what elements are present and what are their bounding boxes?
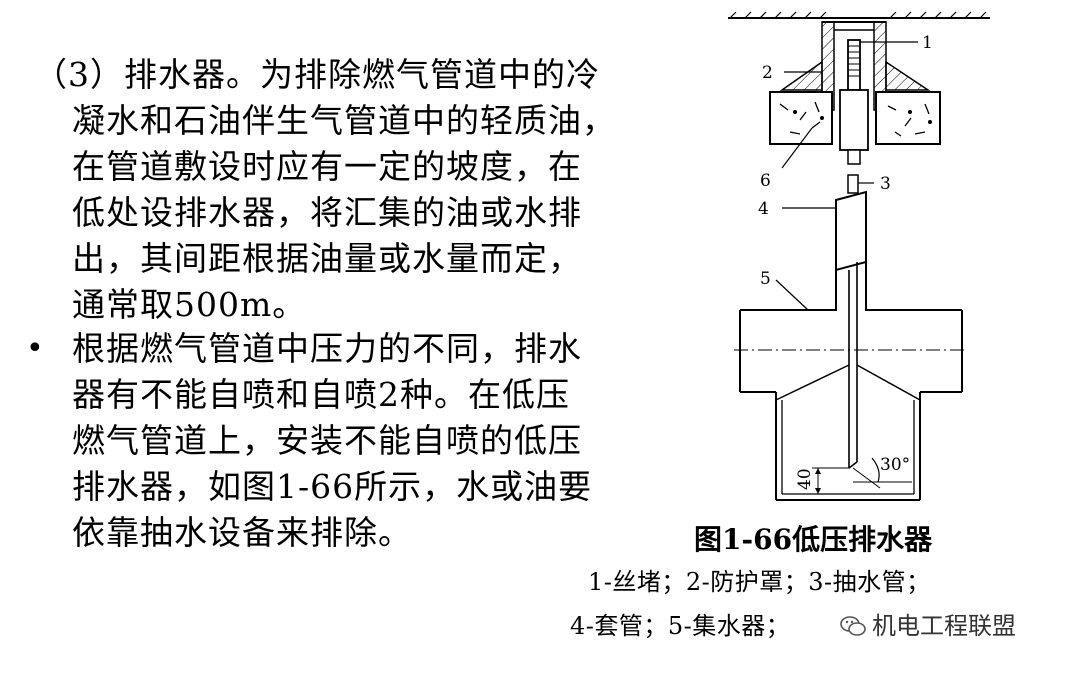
plug <box>839 39 869 165</box>
label-4: 4 <box>758 199 769 219</box>
label-6: 6 <box>760 171 771 191</box>
paragraph-line: 通常取500m。 <box>72 285 307 324</box>
label-5: 5 <box>760 269 771 289</box>
angle-mark <box>852 457 912 489</box>
dimension-mark <box>812 467 850 494</box>
paragraph-line: （3）排水器。为排除燃气管道中的冷 <box>34 55 600 94</box>
ground-line <box>728 11 990 19</box>
paragraph-line: 低处设排水器，将汇集的油或水排 <box>72 193 582 232</box>
label-2: 2 <box>762 63 773 83</box>
protective-cover <box>779 21 931 111</box>
bullet-line: 排水器，如图1-66所示，水或油要 <box>72 467 593 506</box>
label-1: 1 <box>922 33 933 53</box>
legend-line2-text: 4-套管；5-集水器； <box>570 612 791 640</box>
paragraph-drain: （3）排水器。为排除燃气管道中的冷 凝水和石油伴生气管道中的轻质油， 在管道敷设… <box>34 52 634 328</box>
water-collector <box>734 262 968 501</box>
concrete-base <box>769 91 941 145</box>
suction-pipe <box>848 262 858 469</box>
paragraph-line: 凝水和石油伴生气管道中的轻质油， <box>72 101 616 140</box>
wechat-icon <box>840 615 866 637</box>
bullet-item: • 根据燃气管道中压力的不同，排水 器有不能自喷和自喷2种。在低压 燃气管道上，… <box>26 326 646 556</box>
bullet-line: 依靠抽水设备来排除。 <box>72 513 412 552</box>
paragraph-line: 在管道敷设时应有一定的坡度，在 <box>72 147 582 186</box>
bullet-line: 燃气管道上，安装不能自喷的低压 <box>72 421 582 460</box>
casing <box>835 190 867 272</box>
leader-lines <box>775 41 918 311</box>
watermark: 底座机电工程联盟 <box>840 606 1016 641</box>
bullet-text: 根据燃气管道中压力的不同，排水 器有不能自喷和自喷2种。在低压 燃气管道上，安装… <box>72 326 646 556</box>
suction-pipe-stub <box>847 174 859 194</box>
label-3: 3 <box>880 174 891 194</box>
figure-legend-line2: 4-套管；5-集水器； <box>570 606 790 641</box>
watermark-text: 机电工程联盟 <box>872 612 1016 640</box>
bullet-line: 器有不能自喷和自喷2种。在低压 <box>72 375 570 414</box>
bullet-dot: • <box>26 331 45 366</box>
label-dimension: 40 <box>795 468 815 490</box>
figure-legend-line1: 1-丝堵；2-防护罩；3-抽水管； <box>588 568 931 596</box>
bullet-line: 根据燃气管道中压力的不同，排水 <box>72 329 582 368</box>
paragraph-line: 出，其间距根据油量或水量而定， <box>72 239 582 278</box>
label-angle: 30° <box>880 455 910 475</box>
figure-caption: 图1-66低压排水器 <box>694 523 933 556</box>
